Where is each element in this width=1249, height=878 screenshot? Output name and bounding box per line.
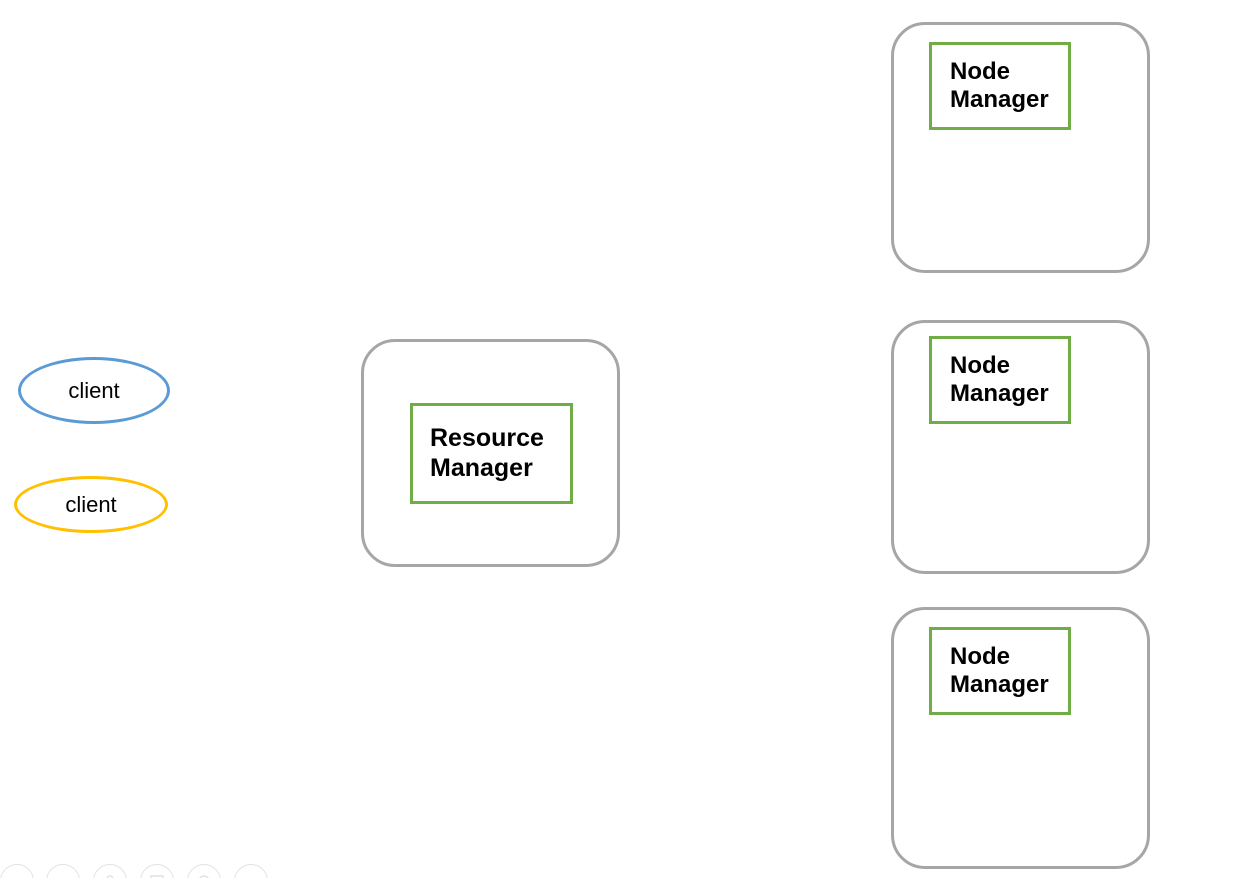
circle-icon-3[interactable] <box>93 864 127 878</box>
circle-icon-2[interactable] <box>46 864 80 878</box>
circle-icon-5[interactable] <box>187 864 221 878</box>
node-manager-box-1[interactable]: Node Manager <box>929 42 1071 130</box>
circle-icon-4-glyph <box>150 875 164 878</box>
node-manager-box-3[interactable]: Node Manager <box>929 627 1071 715</box>
resource-manager-label: Resource Manager <box>430 424 544 482</box>
client-node-blue-label: client <box>68 377 120 403</box>
node-manager-label-3: Node Manager <box>950 642 1049 698</box>
client-node-yellow-label: client <box>65 491 117 517</box>
client-node-yellow[interactable]: client <box>14 476 168 533</box>
resource-manager-box[interactable]: Resource Manager <box>410 403 573 504</box>
circle-icon-5-glyph <box>199 875 209 878</box>
circle-icon-6[interactable] <box>234 864 268 878</box>
circle-icon-1[interactable] <box>0 864 34 878</box>
node-manager-box-2[interactable]: Node Manager <box>929 336 1071 424</box>
node-manager-label-1: Node Manager <box>950 57 1049 113</box>
circle-icon-3-glyph <box>106 875 114 878</box>
node-manager-label-2: Node Manager <box>950 351 1049 407</box>
circle-icon-4[interactable] <box>140 864 174 878</box>
client-node-blue[interactable]: client <box>18 357 170 424</box>
